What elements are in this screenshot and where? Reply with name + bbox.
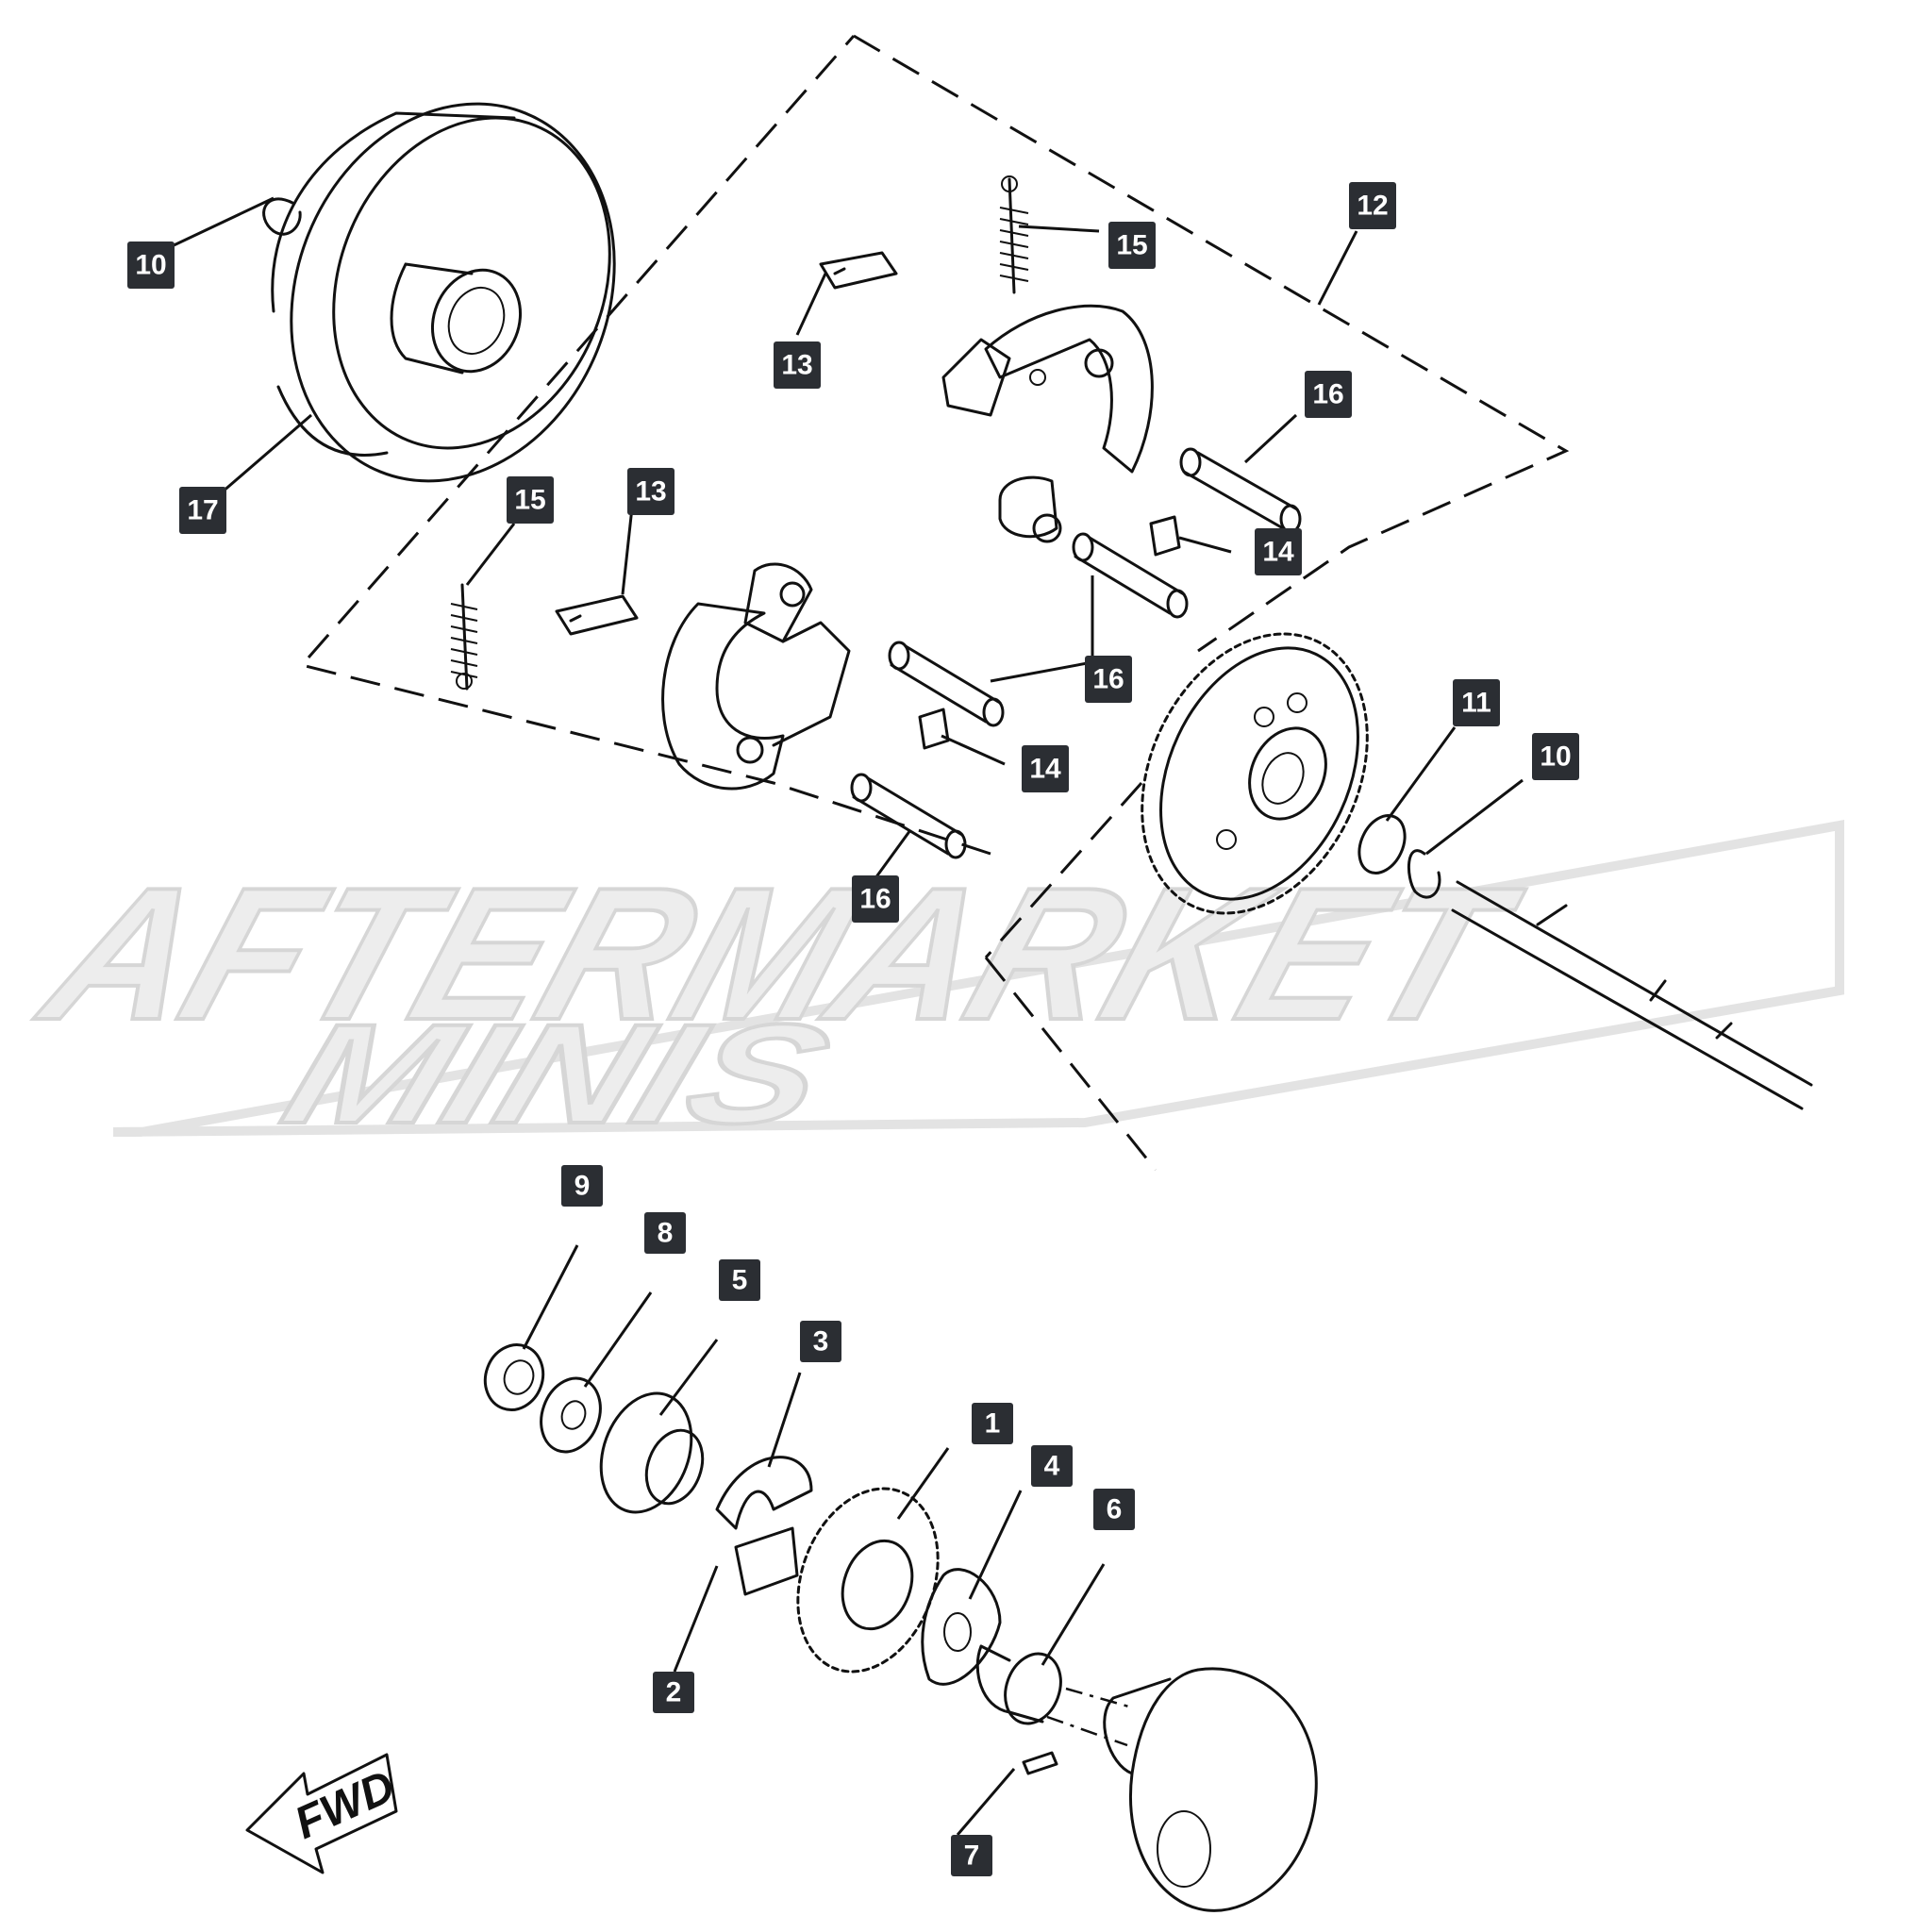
callout-label: 11 (1461, 688, 1491, 719)
callout-13-upper: 13 (774, 341, 821, 389)
clutch-boss-5 (599, 1391, 705, 1514)
clutch-shoe-upper (941, 304, 1154, 543)
callout-label: 15 (1116, 230, 1147, 261)
plate-13-upper (819, 251, 898, 290)
callout-16-upper: 16 (1305, 371, 1352, 418)
watermark: AFTERMARKET MINIS (17, 820, 1844, 1155)
callout-label: 7 (964, 1840, 980, 1872)
pin-16-lower (850, 773, 967, 859)
callout-label: 10 (135, 250, 166, 281)
callout-3: 3 (800, 1321, 841, 1362)
watermark-line1: AFTERMARKET (19, 849, 1540, 1059)
callout-label: 14 (1029, 754, 1061, 785)
callout-label: 17 (187, 495, 218, 526)
callout-label: 5 (732, 1265, 748, 1296)
callout-label: 6 (1107, 1494, 1123, 1525)
callout-12: 12 (1349, 182, 1396, 229)
arrow-left-icon (245, 1753, 398, 1874)
callout-label: 13 (781, 350, 812, 381)
callout-15-upper: 15 (1108, 222, 1156, 269)
callout-label: 4 (1044, 1451, 1060, 1482)
callout-9: 9 (561, 1165, 603, 1207)
pin-16-upper-right (1179, 447, 1302, 534)
callout-label: 10 (1540, 741, 1571, 773)
callout-label: 2 (666, 1677, 682, 1708)
callout-label: 8 (658, 1218, 674, 1249)
callout-7: 7 (951, 1835, 992, 1876)
collar-6 (975, 1644, 1062, 1725)
nut-9 (483, 1343, 545, 1411)
clutch-housing-17 (271, 102, 616, 483)
callout-label: 16 (1312, 379, 1343, 410)
callout-label: 3 (813, 1326, 829, 1357)
callout-17: 17 (179, 487, 226, 534)
callout-14-upper: 14 (1255, 528, 1302, 575)
washer-11 (1357, 814, 1407, 874)
callout-16-lower: 16 (852, 875, 899, 923)
callout-8: 8 (644, 1212, 686, 1254)
fwd-arrow: FWD (245, 1753, 402, 1874)
callout-1: 1 (972, 1403, 1013, 1444)
callout-label: 13 (635, 476, 666, 508)
driven-gear (1141, 632, 1369, 915)
pin-16-center-left (888, 641, 1005, 727)
circlip-10-right (1407, 849, 1441, 899)
output-shaft (1451, 880, 1813, 1110)
callout-10-right: 10 (1532, 733, 1579, 780)
callout-16-middle: 16 (1085, 656, 1132, 703)
spring-15-lower (450, 583, 478, 691)
callout-4: 4 (1031, 1445, 1073, 1487)
pin-16-middle (1072, 532, 1189, 619)
callout-14-lower: 14 (1022, 745, 1069, 792)
primary-gear-1 (796, 1487, 940, 1674)
callout-5: 5 (719, 1259, 760, 1301)
circlip-10-left (262, 197, 302, 236)
plate-13-lower (555, 594, 639, 636)
callout-label: 16 (1092, 664, 1124, 695)
crankshaft-web (1046, 1667, 1318, 1912)
spring-15-upper (999, 175, 1029, 294)
callout-10-left: 10 (127, 242, 175, 289)
callout-13-lower: 13 (627, 468, 675, 515)
callout-label: 9 (575, 1171, 591, 1202)
callout-label: 1 (985, 1408, 1001, 1440)
callout-15-lower: 15 (507, 476, 554, 524)
clutch-shoe-lower (661, 562, 851, 791)
bushing-14-upper (1149, 515, 1181, 557)
callout-11: 11 (1453, 679, 1500, 726)
callout-label: 14 (1262, 537, 1294, 568)
washer-8 (540, 1376, 602, 1454)
callout-6: 6 (1093, 1489, 1135, 1530)
weight-2 (734, 1526, 799, 1596)
bushing-14-lower (918, 708, 950, 750)
weight-3 (715, 1456, 813, 1530)
callout-label: 15 (514, 485, 545, 516)
callout-label: 16 (859, 884, 891, 915)
callout-label: 12 (1357, 191, 1388, 222)
assembly-boundary-12 (299, 34, 1570, 1171)
key-7 (1022, 1751, 1058, 1775)
watermark-line2: MINIS (267, 995, 846, 1154)
callout-2: 2 (653, 1672, 694, 1713)
